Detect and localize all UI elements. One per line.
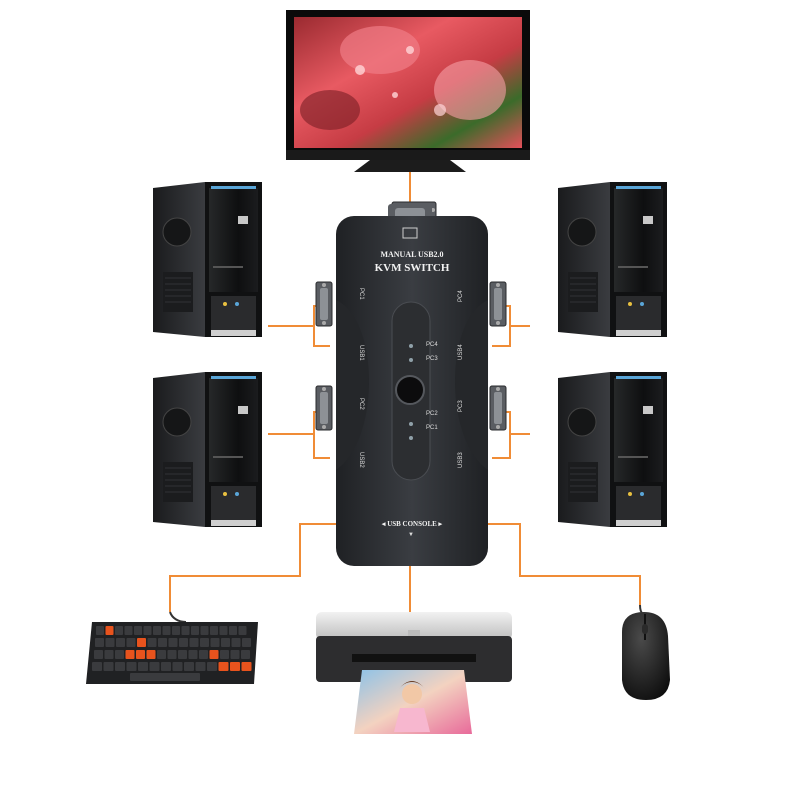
led-label-pc4: PC4: [426, 342, 438, 348]
keyboard-key: [188, 650, 198, 659]
usb-label-3: USB3: [458, 452, 464, 468]
keyboard-key: [104, 650, 114, 659]
cables: [169, 168, 641, 612]
keyboard-key: [162, 626, 171, 635]
keyboard-key: [218, 662, 229, 671]
switch-button: [395, 375, 425, 405]
keyboard-key: [200, 638, 209, 647]
console-down-arrow-icon: ▼: [408, 532, 414, 538]
keyboard-key: [125, 650, 135, 659]
keyboard-key: [172, 626, 180, 635]
keyboard-key: [115, 626, 123, 635]
keyboard-icon: [86, 611, 258, 684]
keyboard-key: [221, 638, 230, 647]
keyboard-key: [115, 650, 124, 659]
keyboard-key: [179, 638, 188, 647]
keyboard-key: [181, 626, 190, 635]
keyboard-key: [143, 626, 152, 635]
kvm-title: KVM SWITCH: [374, 262, 450, 274]
keyboard-key: [138, 662, 148, 671]
keyboard-key: [229, 626, 237, 635]
keyboard-key: [231, 638, 241, 647]
keyboard-key: [149, 662, 160, 671]
keyboard-key: [230, 662, 240, 671]
keyboard-key: [92, 662, 102, 671]
keyboard-key: [220, 650, 229, 659]
keyboard-key: [116, 638, 125, 647]
printer-icon: [316, 612, 512, 734]
keyboard-key: [210, 626, 218, 635]
keyboard-key: [207, 662, 217, 671]
keyboard-key: [242, 638, 251, 647]
keyboard-key: [105, 626, 114, 635]
keyboard-key: [126, 662, 137, 671]
keyboard-key: [199, 650, 208, 659]
led-label-pc2: PC2: [426, 411, 438, 417]
usb-console-text: USB CONSOLE: [387, 520, 437, 528]
keyboard-key: [184, 662, 194, 671]
kvm-switch: [315, 201, 507, 566]
port-label-pc4: PC4: [458, 290, 464, 302]
keyboard-key: [146, 650, 156, 659]
keyboard-key: [195, 662, 206, 671]
keyboard-key: [115, 662, 125, 671]
keyboard-key: [95, 638, 104, 647]
keyboard-key: [191, 626, 199, 635]
keyboard-key: [168, 638, 178, 647]
keyboard-key: [200, 626, 209, 635]
keyboard-key: [96, 626, 104, 635]
keyboard-key: [158, 638, 167, 647]
keyboard-key: [103, 662, 114, 671]
led-label-pc1: PC1: [426, 425, 438, 431]
keyboard-key: [105, 638, 115, 647]
keyboard-key: [172, 662, 183, 671]
keyboard-key: [157, 650, 166, 659]
keyboard-key: [167, 650, 177, 659]
led-label-pc3: PC3: [426, 356, 438, 362]
port-label-pc2: PC2: [358, 398, 364, 410]
keyboard-key: [238, 626, 247, 635]
keyboard-key: [219, 626, 228, 635]
keyboard-key: [210, 638, 220, 647]
keyboard-spacebar: [130, 673, 200, 681]
keyboard-key: [209, 650, 219, 659]
keyboard-key: [153, 626, 161, 635]
usb-label-4: USB4: [458, 344, 464, 360]
mouse-icon: [622, 604, 670, 700]
keyboard-key: [136, 650, 145, 659]
keyboard-key: [230, 650, 240, 659]
usb-console-label: ◂ USB CONSOLE ▸: [336, 520, 488, 528]
computer-pc2-icon: [152, 371, 263, 528]
arrow-right-icon: ▸: [436, 520, 443, 528]
keyboard-key: [126, 638, 136, 647]
keyboard-key: [134, 626, 142, 635]
computer-pc4-icon: [557, 181, 668, 338]
keyboard-key: [137, 638, 146, 647]
keyboard-key: [241, 650, 250, 659]
port-label-pc1: PC1: [358, 288, 364, 300]
keyboard-key: [94, 650, 103, 659]
computer-pc1-icon: [152, 181, 263, 338]
keyboard-key: [241, 662, 252, 671]
kvm-top-label: MANUAL USB2.0: [380, 250, 444, 259]
keyboard-key: [189, 638, 199, 647]
keyboard-key: [178, 650, 187, 659]
arrow-left-icon: ◂: [381, 520, 388, 528]
keyboard-key: [161, 662, 171, 671]
usb-label-2: USB2: [358, 452, 364, 468]
monitor-icon: [286, 10, 530, 172]
usb-label-1: USB1: [358, 345, 364, 361]
keyboard-key: [124, 626, 133, 635]
computer-pc3-icon: [557, 371, 668, 528]
port-label-pc3: PC3: [458, 400, 464, 412]
keyboard-key: [147, 638, 157, 647]
